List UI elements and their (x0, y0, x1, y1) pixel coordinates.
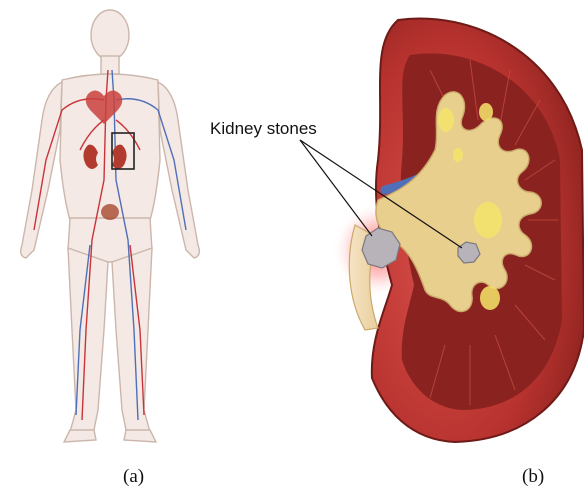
human-body-illustration (21, 10, 200, 442)
caption-a: (a) (123, 466, 144, 488)
bladder-icon (101, 204, 119, 220)
callout-line-ureter-stone (300, 140, 372, 236)
caption-b: (b) (522, 466, 544, 488)
kidney-stones-label: Kidney stones (210, 119, 317, 138)
kidney-cross-section-illustration: Kidney stones (210, 19, 584, 442)
